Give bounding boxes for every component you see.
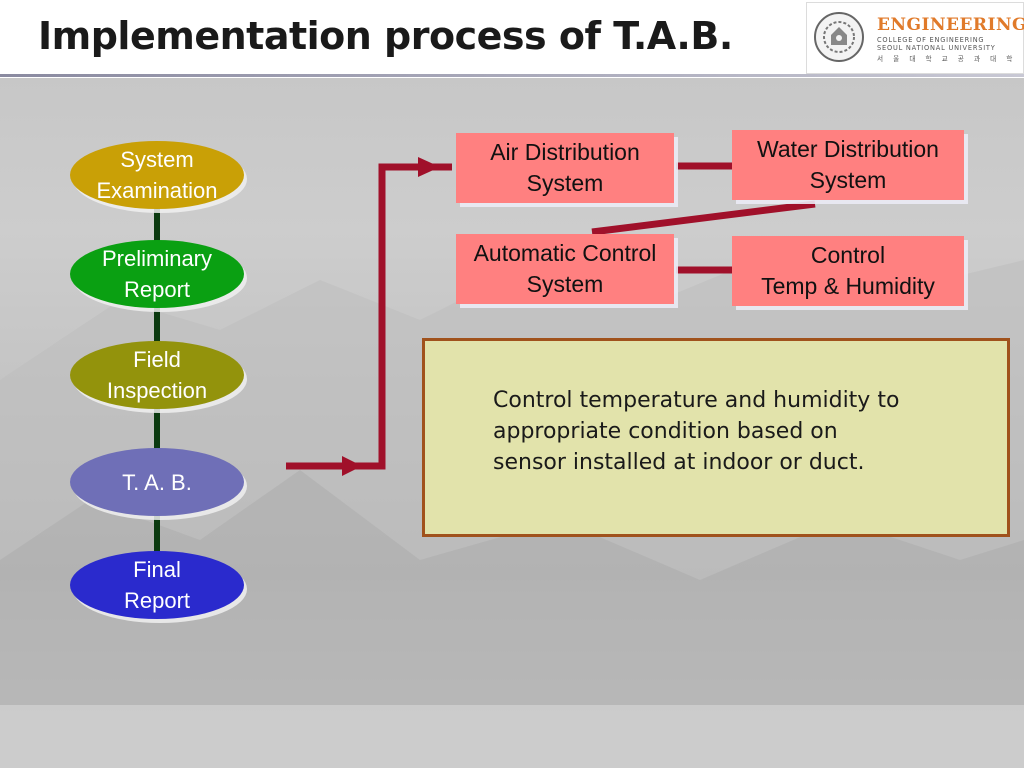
step-tab: T. A. B.	[70, 448, 244, 516]
logo-university: SEOUL NATIONAL UNIVERSITY	[877, 44, 996, 52]
step-preliminary-report: Preliminary Report	[70, 240, 244, 308]
step-field-inspection: Field Inspection	[70, 341, 244, 409]
arrowhead-lower	[342, 456, 362, 476]
arrowhead-upper	[418, 157, 440, 177]
air-distribution-box: Air Distribution System	[456, 133, 674, 203]
emblem-icon	[814, 12, 864, 62]
water-distribution-box: Water Distribution System	[732, 130, 964, 200]
title-divider	[0, 74, 1024, 77]
description-text: Control temperature and humidity to appr…	[493, 388, 900, 475]
logo-wordmark: ENGINEERING	[877, 15, 1024, 35]
step-final-report: Final Report	[70, 551, 244, 619]
page-title: Implementation process of T.A.B.	[38, 14, 733, 58]
water-auto-link	[591, 200, 816, 236]
university-logo: ENGINEERING COLLEGE OF ENGINEERING SEOUL…	[806, 2, 1024, 74]
logo-korean: 서 울 대 학 교 공 과 대 학	[877, 55, 1017, 63]
step-system-examination: System Examination	[70, 141, 244, 209]
tab-to-systems-path	[286, 163, 452, 470]
automatic-control-box: Automatic Control System	[456, 234, 674, 304]
description-panel: Control temperature and humidity to appr…	[422, 338, 1010, 537]
control-temp-humidity-box: Control Temp & Humidity	[732, 236, 964, 306]
logo-college: COLLEGE OF ENGINEERING	[877, 36, 985, 44]
